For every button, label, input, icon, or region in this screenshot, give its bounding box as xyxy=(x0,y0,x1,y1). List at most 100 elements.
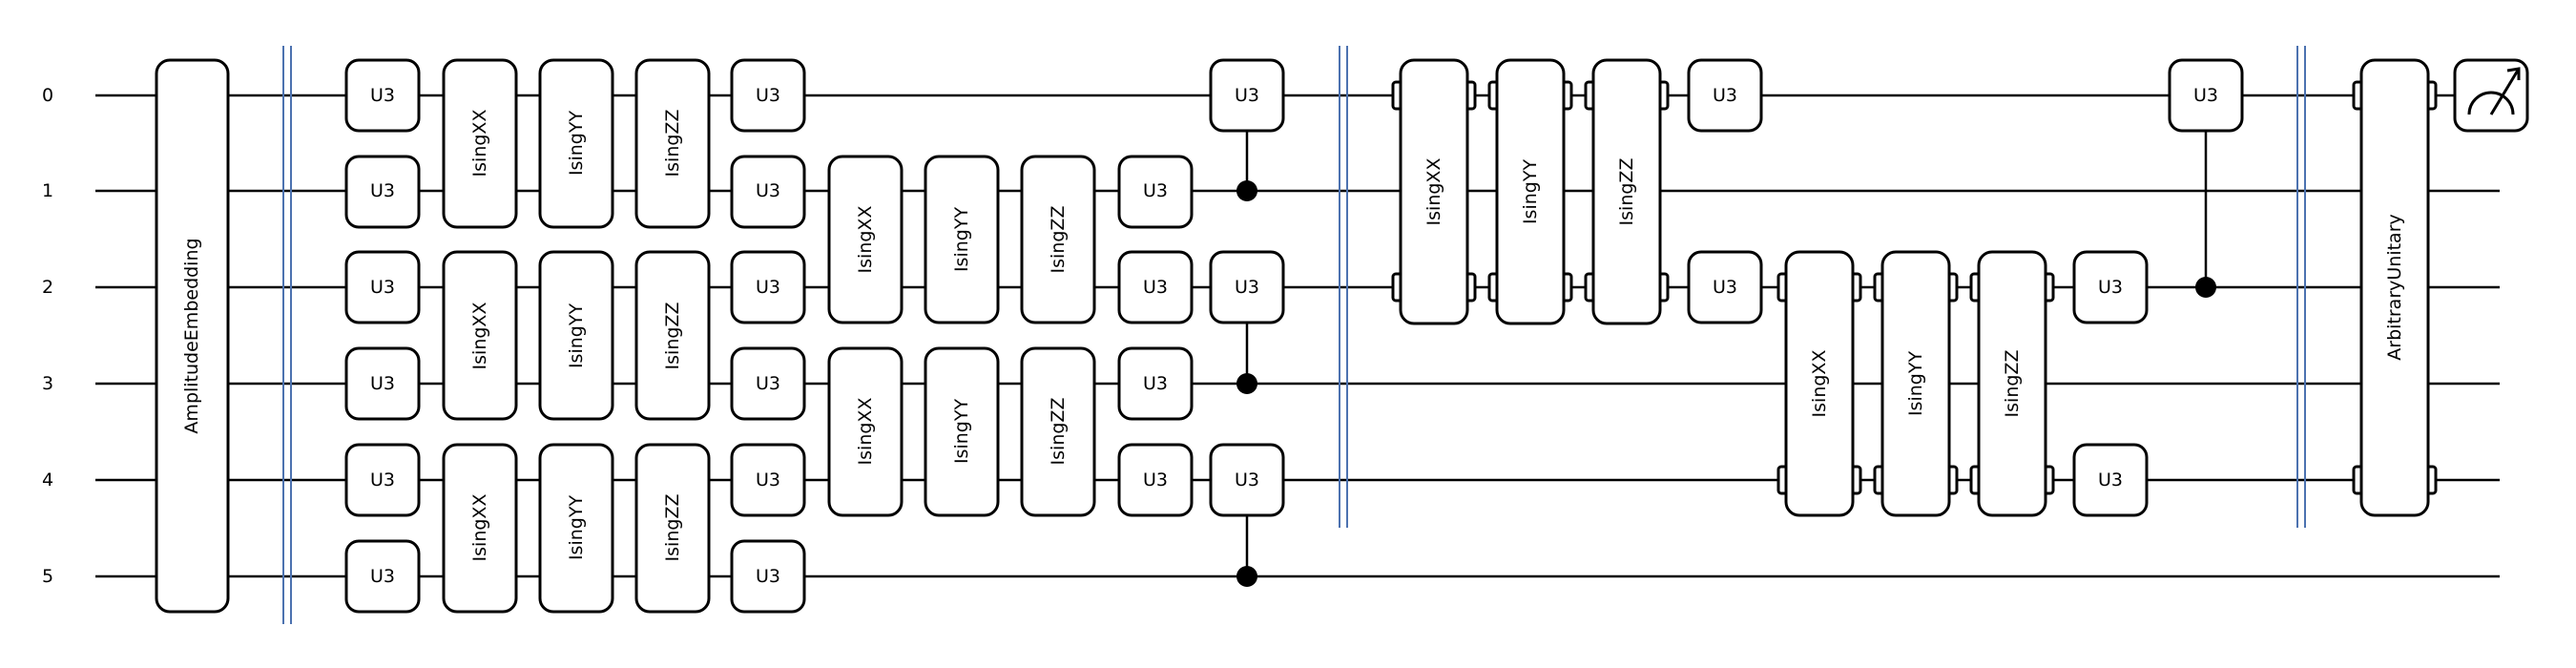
u3-gate: U3 xyxy=(730,443,806,517)
controlled-u3-gate: U3 xyxy=(2168,58,2244,133)
svg-text:IsingXX: IsingXX xyxy=(469,303,490,370)
svg-text:IsingXX: IsingXX xyxy=(855,206,876,274)
svg-text:U3: U3 xyxy=(756,470,780,491)
u3-gate: U3 xyxy=(730,539,806,614)
isingyy-gate: IsingYY xyxy=(538,58,614,229)
isingzz-gate: IsingZZ xyxy=(1020,155,1096,324)
u3-gate: U3 xyxy=(730,58,806,133)
u3-gate: U3 xyxy=(1117,443,1194,517)
svg-text:U3: U3 xyxy=(756,373,780,394)
svg-text:IsingYY: IsingYY xyxy=(566,111,587,176)
u3-gate: U3 xyxy=(1117,155,1194,229)
svg-text:U3: U3 xyxy=(2098,277,2123,298)
isingyy-gate: IsingYY xyxy=(1873,250,1959,517)
svg-text:U3: U3 xyxy=(756,180,780,201)
u3-gate: U3 xyxy=(344,346,421,421)
control-dot xyxy=(2195,277,2216,298)
svg-text:IsingZZ: IsingZZ xyxy=(1048,206,1069,274)
svg-text:IsingYY: IsingYY xyxy=(951,207,972,272)
barrier-1 xyxy=(282,46,292,624)
isingzz-gate: IsingZZ xyxy=(1584,58,1670,325)
u3-gate: U3 xyxy=(1687,250,1763,324)
amplitude-embedding-label: AmplitudeEmbedding xyxy=(181,238,202,433)
svg-text:U3: U3 xyxy=(1143,373,1168,394)
svg-text:U3: U3 xyxy=(370,85,395,106)
isingxx-gate: IsingXX xyxy=(827,155,904,324)
isingxx-gate: IsingXX xyxy=(442,58,518,229)
controlled-u3-gate: U3 xyxy=(1209,443,1285,517)
isingyy-gate: IsingYY xyxy=(538,250,614,421)
u3-gate: U3 xyxy=(730,250,806,324)
isingyy-gate: IsingYY xyxy=(1487,58,1573,325)
isingxx-gate: IsingXX xyxy=(1391,58,1477,325)
svg-text:IsingXX: IsingXX xyxy=(855,398,876,466)
svg-text:IsingXX: IsingXX xyxy=(469,110,490,177)
barriers xyxy=(282,46,2306,624)
wire-label-0: 0 xyxy=(42,85,53,106)
svg-text:U3: U3 xyxy=(1143,277,1168,298)
arbitrary-unitary-gate: ArbitraryUnitary xyxy=(2352,58,2438,517)
svg-text:IsingXX: IsingXX xyxy=(1423,158,1444,226)
isingxx-gate: IsingXX xyxy=(827,346,904,517)
u3-gate: U3 xyxy=(2072,250,2149,324)
u3-gate: U3 xyxy=(344,250,421,324)
u3-gate: U3 xyxy=(730,155,806,229)
svg-text:IsingXX: IsingXX xyxy=(1809,350,1830,418)
u3-gate: U3 xyxy=(344,155,421,229)
wire-label-5: 5 xyxy=(42,566,53,587)
wire-labels: 0 1 2 3 4 5 xyxy=(42,85,53,587)
amplitude-embedding-gate: AmplitudeEmbedding xyxy=(155,58,230,614)
isingxx-gate: IsingXX xyxy=(1776,250,1862,517)
svg-text:U3: U3 xyxy=(1713,85,1737,106)
svg-text:U3: U3 xyxy=(370,277,395,298)
svg-text:IsingYY: IsingYY xyxy=(1520,159,1541,224)
isingyy-gate: IsingYY xyxy=(538,443,614,614)
svg-text:U3: U3 xyxy=(756,566,780,587)
svg-text:IsingZZ: IsingZZ xyxy=(662,494,683,562)
u3-gate: U3 xyxy=(730,346,806,421)
isingzz-gate: IsingZZ xyxy=(634,250,711,421)
barrier-3 xyxy=(2296,46,2306,528)
svg-text:IsingZZ: IsingZZ xyxy=(662,110,683,177)
svg-text:IsingZZ: IsingZZ xyxy=(662,303,683,370)
u3-gate: U3 xyxy=(344,58,421,133)
arbitrary-unitary-label: ArbitraryUnitary xyxy=(2384,214,2405,360)
control-lines xyxy=(1245,95,2208,576)
isingzz-gate: IsingZZ xyxy=(1020,346,1096,517)
isingyy-gate: IsingYY xyxy=(924,346,1000,517)
svg-text:U3: U3 xyxy=(1235,470,1259,491)
isingxx-gate: IsingXX xyxy=(442,250,518,421)
isingzz-gate: IsingZZ xyxy=(634,58,711,229)
svg-text:U3: U3 xyxy=(1235,85,1259,106)
wire-label-2: 2 xyxy=(42,277,53,298)
u3-gate: U3 xyxy=(344,539,421,614)
svg-text:IsingZZ: IsingZZ xyxy=(2002,350,2023,418)
controlled-u3-gate: U3 xyxy=(1209,250,1285,324)
barrier-2 xyxy=(1339,46,1348,528)
svg-text:U3: U3 xyxy=(2193,85,2218,106)
svg-text:U3: U3 xyxy=(370,470,395,491)
svg-text:IsingYY: IsingYY xyxy=(566,303,587,368)
svg-text:U3: U3 xyxy=(370,180,395,201)
wire-label-3: 3 xyxy=(42,373,53,394)
control-dot xyxy=(1236,373,1257,394)
isingyy-gate: IsingYY xyxy=(924,155,1000,324)
wire-label-4: 4 xyxy=(42,470,53,491)
svg-text:U3: U3 xyxy=(756,277,780,298)
measurement-meter-icon xyxy=(2453,58,2529,133)
svg-text:U3: U3 xyxy=(370,566,395,587)
svg-text:U3: U3 xyxy=(1235,277,1259,298)
svg-text:IsingYY: IsingYY xyxy=(951,399,972,464)
svg-text:U3: U3 xyxy=(1713,277,1737,298)
isingxx-gate: IsingXX xyxy=(442,443,518,614)
isingzz-gate: IsingZZ xyxy=(634,443,711,614)
control-dot xyxy=(1236,566,1257,587)
gates: AmplitudeEmbedding U3 U3 U3 U3 U3 U3 Isi… xyxy=(155,58,2529,614)
control-dots xyxy=(1236,180,2216,587)
control-dot xyxy=(1236,180,1257,201)
svg-text:IsingXX: IsingXX xyxy=(469,494,490,562)
svg-text:IsingZZ: IsingZZ xyxy=(1048,398,1069,466)
svg-text:U3: U3 xyxy=(1143,470,1168,491)
isingzz-gate: IsingZZ xyxy=(1969,250,2055,517)
